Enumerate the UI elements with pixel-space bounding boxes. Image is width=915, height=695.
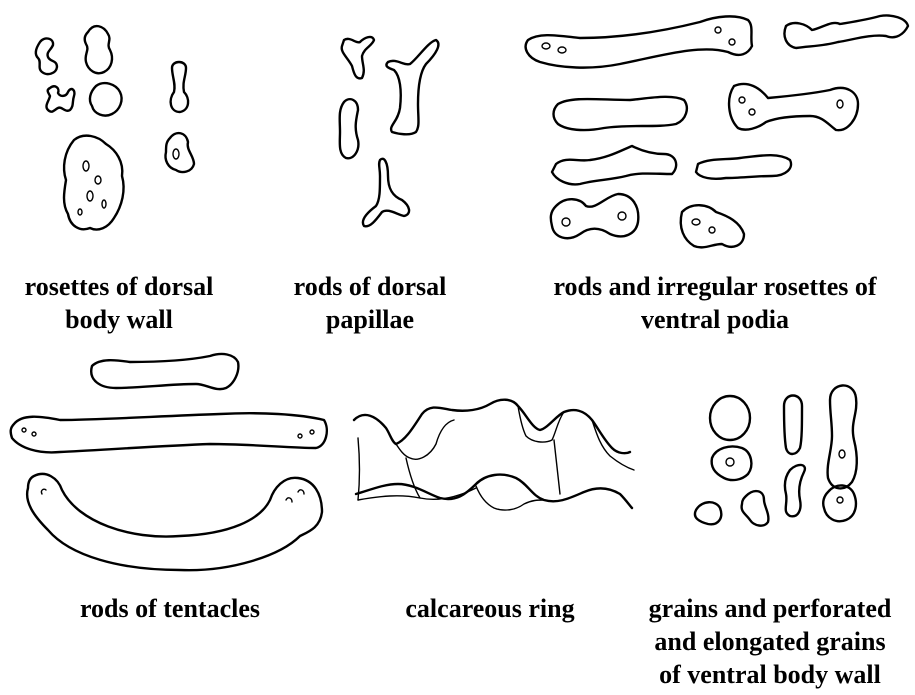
rosette-ossicle <box>171 62 188 112</box>
perforation <box>739 97 745 103</box>
irregular-rosette <box>551 194 639 238</box>
perforation <box>310 430 314 434</box>
rosette-ossicle <box>85 26 112 73</box>
ring-upper-outline <box>354 400 630 453</box>
caption-line: papillae <box>270 303 470 336</box>
rod-ossicle-t <box>363 159 409 227</box>
perforation <box>715 27 721 33</box>
caption-rods-ventral-podia: rods and irregular rosettes of ventral p… <box>520 270 910 336</box>
perforation <box>837 497 843 503</box>
perforation <box>562 218 570 226</box>
rosette-ossicle-large <box>64 136 124 230</box>
caption-line: of ventral body wall <box>630 658 910 691</box>
caption-line: rosettes of dorsal <box>0 270 238 303</box>
caption-rosettes-dorsal: rosettes of dorsal body wall <box>0 270 238 336</box>
rod-ossicle-y <box>386 40 438 134</box>
rods-ventral-podia-group <box>526 15 908 247</box>
caption-line: and elongated grains <box>630 625 910 658</box>
caption-line: ventral podia <box>520 303 910 336</box>
tentacle-rod-spine <box>41 489 46 494</box>
calcareous-ring-group <box>354 400 634 510</box>
perforation <box>692 219 700 225</box>
caption-line: calcareous ring <box>380 592 600 625</box>
tentacle-rod-long <box>11 413 327 452</box>
caption-rods-dorsal-papillae: rods of dorsal papillae <box>270 270 470 336</box>
perforation <box>32 432 36 436</box>
grain-ossicle-elongated <box>784 396 802 455</box>
perforation <box>839 450 845 458</box>
ring-plate-line <box>406 458 420 498</box>
rod-ossicle <box>340 99 359 158</box>
ring-lower-outline <box>356 475 632 508</box>
grain-ossicle-elongated <box>828 385 857 488</box>
tentacle-rod-short <box>91 354 238 389</box>
perforation <box>102 200 106 208</box>
caption-line: rods of tentacles <box>40 592 300 625</box>
perforation <box>83 161 89 171</box>
perforation <box>837 100 843 108</box>
rosette-ossicle <box>46 86 74 111</box>
grain-ossicle-irregular <box>785 465 805 516</box>
rod-ossicle-branched <box>784 15 908 48</box>
rods-dorsal-papillae-group <box>340 37 439 226</box>
grain-ossicle-perforated <box>712 446 752 480</box>
perforation <box>618 212 626 220</box>
ring-plate-line <box>554 440 560 494</box>
rod-ossicle <box>554 97 687 130</box>
tentacle-rod-spine <box>298 490 304 494</box>
grain-ossicle-irregular <box>742 491 769 526</box>
caption-line: rods of dorsal <box>270 270 470 303</box>
perforation <box>749 109 755 115</box>
grain-ossicle <box>695 502 721 524</box>
ring-plate-line <box>476 486 544 510</box>
rod-ossicle-long <box>526 16 752 67</box>
rosette-ossicle <box>90 83 122 115</box>
ring-plate-line <box>396 420 454 459</box>
perforation <box>726 458 734 466</box>
caption-grains-ventral: grains and perforated and elongated grai… <box>630 592 910 691</box>
perforation <box>542 43 550 49</box>
caption-calcareous-ring: calcareous ring <box>380 592 600 625</box>
grain-ossicle <box>710 396 750 440</box>
perforation <box>298 434 302 438</box>
perforation <box>709 227 715 233</box>
ring-plate-line <box>358 438 360 500</box>
perforation <box>558 47 566 53</box>
perforation <box>173 149 179 159</box>
tentacle-rod-curved <box>27 474 322 570</box>
rosette-ossicle <box>165 133 194 172</box>
caption-rods-tentacles: rods of tentacles <box>40 592 300 625</box>
perforation <box>95 176 101 184</box>
caption-line: body wall <box>0 303 238 336</box>
rosette-ossicle <box>36 38 57 74</box>
perforation <box>87 191 93 201</box>
rod-ossicle <box>342 37 374 78</box>
rosettes-dorsal-group <box>36 26 194 229</box>
perforation <box>78 209 82 215</box>
rods-tentacles-group <box>11 354 327 570</box>
caption-line: grains and perforated <box>630 592 910 625</box>
caption-line: rods and irregular rosettes of <box>520 270 910 303</box>
irregular-rosette <box>681 205 744 247</box>
ring-plate-line <box>518 406 564 442</box>
tentacle-rod-spine <box>286 498 292 502</box>
grains-ventral-group <box>695 385 857 525</box>
rod-ossicle-branched <box>552 146 676 184</box>
perforation <box>729 39 735 45</box>
perforation <box>22 428 26 432</box>
rod-ossicle-branched <box>696 155 791 179</box>
